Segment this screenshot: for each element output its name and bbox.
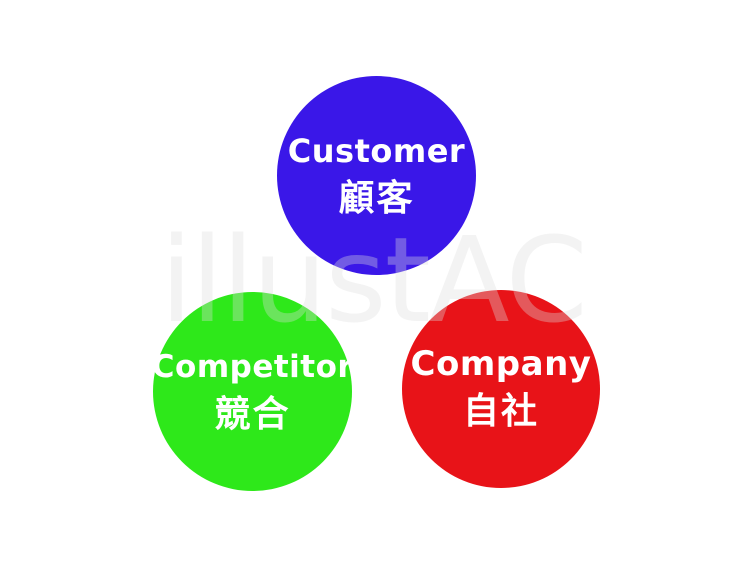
competitor-label-jp: 競合 xyxy=(214,393,291,435)
company-label-en: Company xyxy=(410,344,592,384)
competitor-label-en: Competitor xyxy=(151,348,354,385)
company-circle: Company 自社 xyxy=(402,290,600,488)
competitor-circle: Competitor 競合 xyxy=(151,292,354,491)
customer-circle: Customer 顧客 xyxy=(277,76,476,275)
company-label-jp: 自社 xyxy=(462,391,539,432)
customer-label-en: Customer xyxy=(287,131,466,170)
customer-label-jp: 顧客 xyxy=(338,177,415,219)
